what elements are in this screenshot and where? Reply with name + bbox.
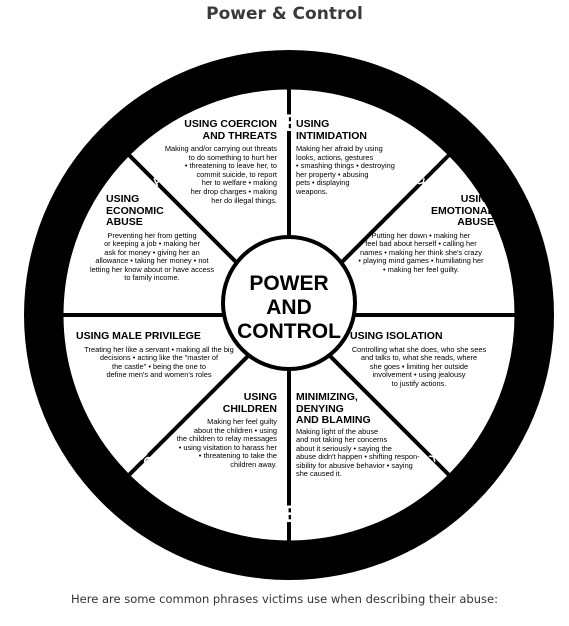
hub-line-2: AND [266, 296, 312, 319]
text-line: about the children • using [193, 425, 277, 435]
text-line: she goes • limiting her outside [369, 361, 469, 371]
text-line: Making and/or carrying out threats [164, 144, 277, 153]
segment-heading: USING EMOTIONAL ABUSE [348, 193, 494, 229]
text-line: commit suicide, to report [196, 169, 277, 179]
heading-line: USING COERCION [184, 118, 277, 130]
hub-circle [221, 235, 357, 371]
text-line: children away. [230, 459, 277, 469]
text-line: • making her feel guilty. [383, 264, 459, 274]
text-line: Putting her down • making her [371, 230, 471, 240]
text-line: she caused it. [296, 469, 342, 479]
heading-line: ABUSE [106, 216, 143, 228]
text-line: define men's and women's roles [106, 370, 212, 380]
segment-text: Controlling what she does, who she sees … [340, 344, 498, 389]
text-line: allowance • taking her money • not [95, 256, 209, 266]
text-line: her drop charges • making [190, 186, 277, 196]
heading-line: CHILDREN [222, 402, 277, 415]
page-title: Power & Control [206, 4, 363, 24]
segment-using-children: USING CHILDREN Making her feel guilty ab… [150, 391, 277, 470]
segment-text: Making her feel guilty about the childre… [150, 417, 277, 470]
text-line: decisions • acting like the "master of [99, 353, 219, 363]
heading-line: USING [106, 193, 140, 205]
text-line: • threatening to take the [198, 451, 277, 461]
text-line: Treating her like a servant • making all… [84, 344, 234, 354]
text-line: feel bad about herself • calling her [365, 239, 477, 249]
text-line: sibility for abusive behavior • saying [296, 460, 413, 470]
text-line: and not taking her concerns [296, 435, 388, 445]
text-line: and talks to, what she reads, where [360, 353, 478, 363]
heading-line: USING [243, 391, 277, 403]
text-line: to justify actions. [391, 378, 447, 388]
segment-text: Making light of the abuse and not taking… [296, 426, 426, 480]
segment-heading: USING CHILDREN [150, 391, 277, 415]
text-line: involvement • using jealousy [372, 370, 466, 380]
segment-text: Preventing her from getting or keeping a… [82, 230, 222, 284]
text-line: to family income. [124, 273, 180, 283]
text-line: about it seriously • saying the [296, 443, 392, 453]
text-line: • smashing things • destroying [296, 161, 395, 171]
text-line: • using visitation to harass her [178, 442, 277, 452]
segment-male-privilege: USING MALE PRIVILEGE Treating her like a… [76, 330, 242, 380]
text-line: letting her know about or have access [89, 264, 215, 274]
segment-text: Making and/or carrying out threats to do… [150, 144, 277, 205]
segment-heading: MINIMIZING, DENYING AND BLAMING [296, 391, 426, 427]
heading-line: EMOTIONAL [431, 204, 494, 217]
hub-line-1: POWER [249, 272, 328, 295]
text-line: looks, actions, gestures [296, 152, 374, 162]
segment-heading: USING INTIMIDATION [296, 118, 426, 142]
text-line: Preventing her from getting [107, 230, 197, 240]
segment-text: Making her afraid by using looks, action… [296, 144, 426, 197]
segment-heading: USING ISOLATION [350, 330, 498, 343]
text-line: • threatening to leave her, to [184, 161, 277, 171]
heading-line: USING ISOLATION [350, 330, 443, 342]
text-line: weapons. [296, 186, 328, 196]
text-line: Making light of the abuse [296, 426, 379, 436]
heading-line: USING MALE PRIVILEGE [76, 330, 201, 342]
text-line: Making her afraid by using [296, 144, 383, 153]
segment-intimidation: USING INTIMIDATION Making her afraid by … [296, 118, 426, 197]
heading-line: ECONOMIC [106, 204, 164, 217]
caption-text: Here are some common phrases victims use… [71, 592, 498, 606]
heading-line: USING [296, 118, 330, 130]
heading-line: AND BLAMING [296, 414, 371, 426]
text-line: to do something to hurt her [188, 152, 277, 162]
heading-line: DENYING [296, 402, 344, 415]
text-line: or keeping a job • making her [104, 239, 200, 249]
text-line: her do illegal things. [211, 195, 277, 205]
hub-line-3: CONTROL [237, 320, 341, 343]
segment-minimizing-denying-blaming: MINIMIZING, DENYING AND BLAMING Making l… [296, 391, 426, 480]
text-line: her property • abusing [296, 169, 369, 179]
heading-line: USING [460, 193, 494, 205]
text-line: the children to relay messages [176, 434, 277, 444]
power-control-wheel: POWER AND CONTROL VIOLENCE PHYSICAL SEXU… [24, 50, 554, 580]
text-line: Making her feel guilty [207, 417, 277, 426]
segment-economic-abuse: USING ECONOMIC ABUSE Preventing her from… [82, 193, 222, 284]
text-line: pets • displaying [296, 178, 350, 188]
text-line: Controlling what she does, who she sees [351, 344, 487, 354]
heading-line: INTIMIDATION [296, 129, 367, 142]
heading-line: MINIMIZING, [296, 391, 358, 403]
segment-heading: USING MALE PRIVILEGE [76, 330, 242, 343]
segment-heading: USING ECONOMIC ABUSE [106, 193, 222, 229]
segment-coercion-threats: USING COERCION AND THREATS Making and/or… [150, 118, 277, 205]
segment-text: Treating her like a servant • making all… [76, 344, 242, 380]
segment-isolation: USING ISOLATION Controlling what she doe… [340, 330, 498, 389]
text-line: the castle" • being the one to [112, 361, 206, 371]
segment-text: Putting her down • making her feel bad a… [348, 230, 494, 275]
segment-heading: USING COERCION AND THREATS [150, 118, 277, 142]
segment-emotional-abuse: USING EMOTIONAL ABUSE Putting her down •… [348, 193, 494, 275]
text-line: abuse didn't happen • shifting respon- [296, 452, 420, 462]
text-line: her to welfare • making [201, 178, 277, 188]
text-line: • playing mind games • humiliating her [358, 256, 484, 266]
text-line: ask for money • giving her an [104, 247, 200, 257]
heading-line: ABUSE [457, 216, 494, 228]
text-line: names • making her think she's crazy [360, 247, 482, 257]
heading-line: AND THREATS [202, 129, 277, 142]
